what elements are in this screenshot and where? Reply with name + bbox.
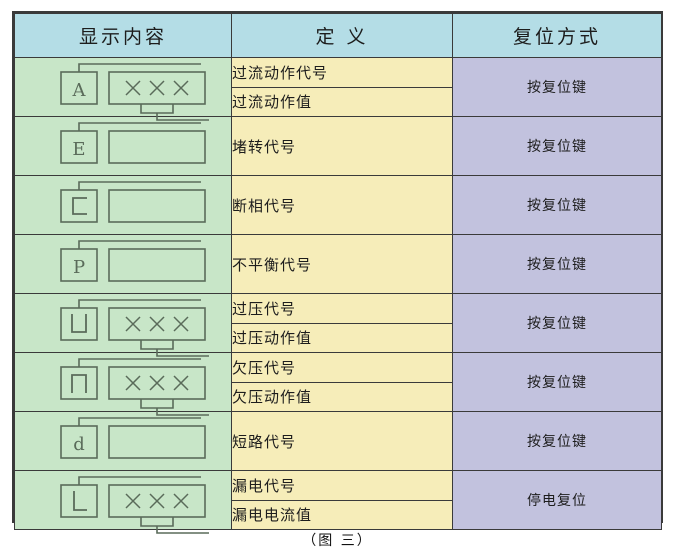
lcd-display-icon [33, 176, 213, 234]
definition-cell: 漏电电流值 [231, 499, 453, 530]
lcd-display-icon: A [33, 58, 213, 121]
table-row: d 短路代号按复位键 [14, 411, 662, 471]
display-glyph-cell: P [14, 234, 232, 294]
lcd-display-icon: d [33, 412, 213, 470]
header-display-content: 显示内容 [14, 13, 232, 58]
table-header: 显示内容 定 义 复位方式 [14, 13, 662, 58]
table-row: 过压代号按复位键 [14, 293, 662, 357]
reset-method-cell: 按复位键 [452, 116, 662, 176]
header-reset-method: 复位方式 [452, 13, 662, 58]
display-glyph-cell: A [14, 57, 232, 121]
lcd-display-icon [33, 471, 213, 534]
reset-method-cell: 按复位键 [452, 352, 662, 412]
lcd-display-icon [33, 353, 213, 416]
definition-cell: 欠压动作值 [231, 381, 453, 412]
display-glyph-cell [14, 175, 232, 235]
display-glyph-cell [14, 352, 232, 416]
header-row: 显示内容 定 义 复位方式 [14, 13, 662, 58]
table-row: 欠压动作值 [15, 381, 662, 412]
definition-cell: 过压代号 [231, 293, 453, 324]
svg-text:A: A [72, 80, 87, 101]
reset-method-cell: 按复位键 [452, 411, 662, 471]
display-glyph-cell: E [14, 116, 232, 176]
svg-text:P: P [73, 257, 85, 278]
lcd-display-icon: P [33, 235, 213, 293]
reset-method-cell: 按复位键 [452, 57, 662, 117]
table-row: P 不平衡代号按复位键 [14, 234, 662, 294]
display-glyph-cell [14, 293, 232, 357]
table-row: E 堵转代号按复位键 [14, 116, 662, 176]
figure-caption: （图 三） [302, 533, 373, 549]
reset-method-cell: 按复位键 [452, 234, 662, 294]
lcd-display-icon [33, 294, 213, 357]
definition-cell: 断相代号 [231, 175, 453, 235]
table-row: 漏电代号停电复位 [14, 470, 662, 534]
table-row: A 过流动作代号按复位键 [14, 57, 662, 121]
definition-cell: 欠压代号 [231, 352, 453, 383]
table-row: 漏电电流值 [15, 499, 662, 530]
definition-cell: 过流动作代号 [231, 57, 453, 88]
table-row: 过流动作值 [15, 86, 662, 117]
definition-cell: 过流动作值 [231, 86, 453, 117]
display-glyph-cell [14, 470, 232, 534]
definition-cell: 过压动作值 [231, 322, 453, 353]
table-row: 过压动作值 [15, 322, 662, 353]
svg-text:d: d [73, 434, 85, 455]
definition-cell: 不平衡代号 [231, 234, 453, 294]
lcd-display-icon: E [33, 117, 213, 175]
definition-cell: 堵转代号 [231, 116, 453, 176]
definition-cell: 短路代号 [231, 411, 453, 471]
table-row: 欠压代号按复位键 [14, 352, 662, 416]
reset-method-cell: 按复位键 [452, 293, 662, 353]
header-definition: 定 义 [231, 13, 453, 58]
definition-cell: 漏电代号 [231, 470, 453, 501]
reset-method-cell: 按复位键 [452, 175, 662, 235]
reset-method-cell: 停电复位 [452, 470, 662, 530]
svg-text:E: E [72, 139, 85, 160]
display-glyph-cell: d [14, 411, 232, 471]
table-row: 断相代号按复位键 [14, 175, 662, 235]
